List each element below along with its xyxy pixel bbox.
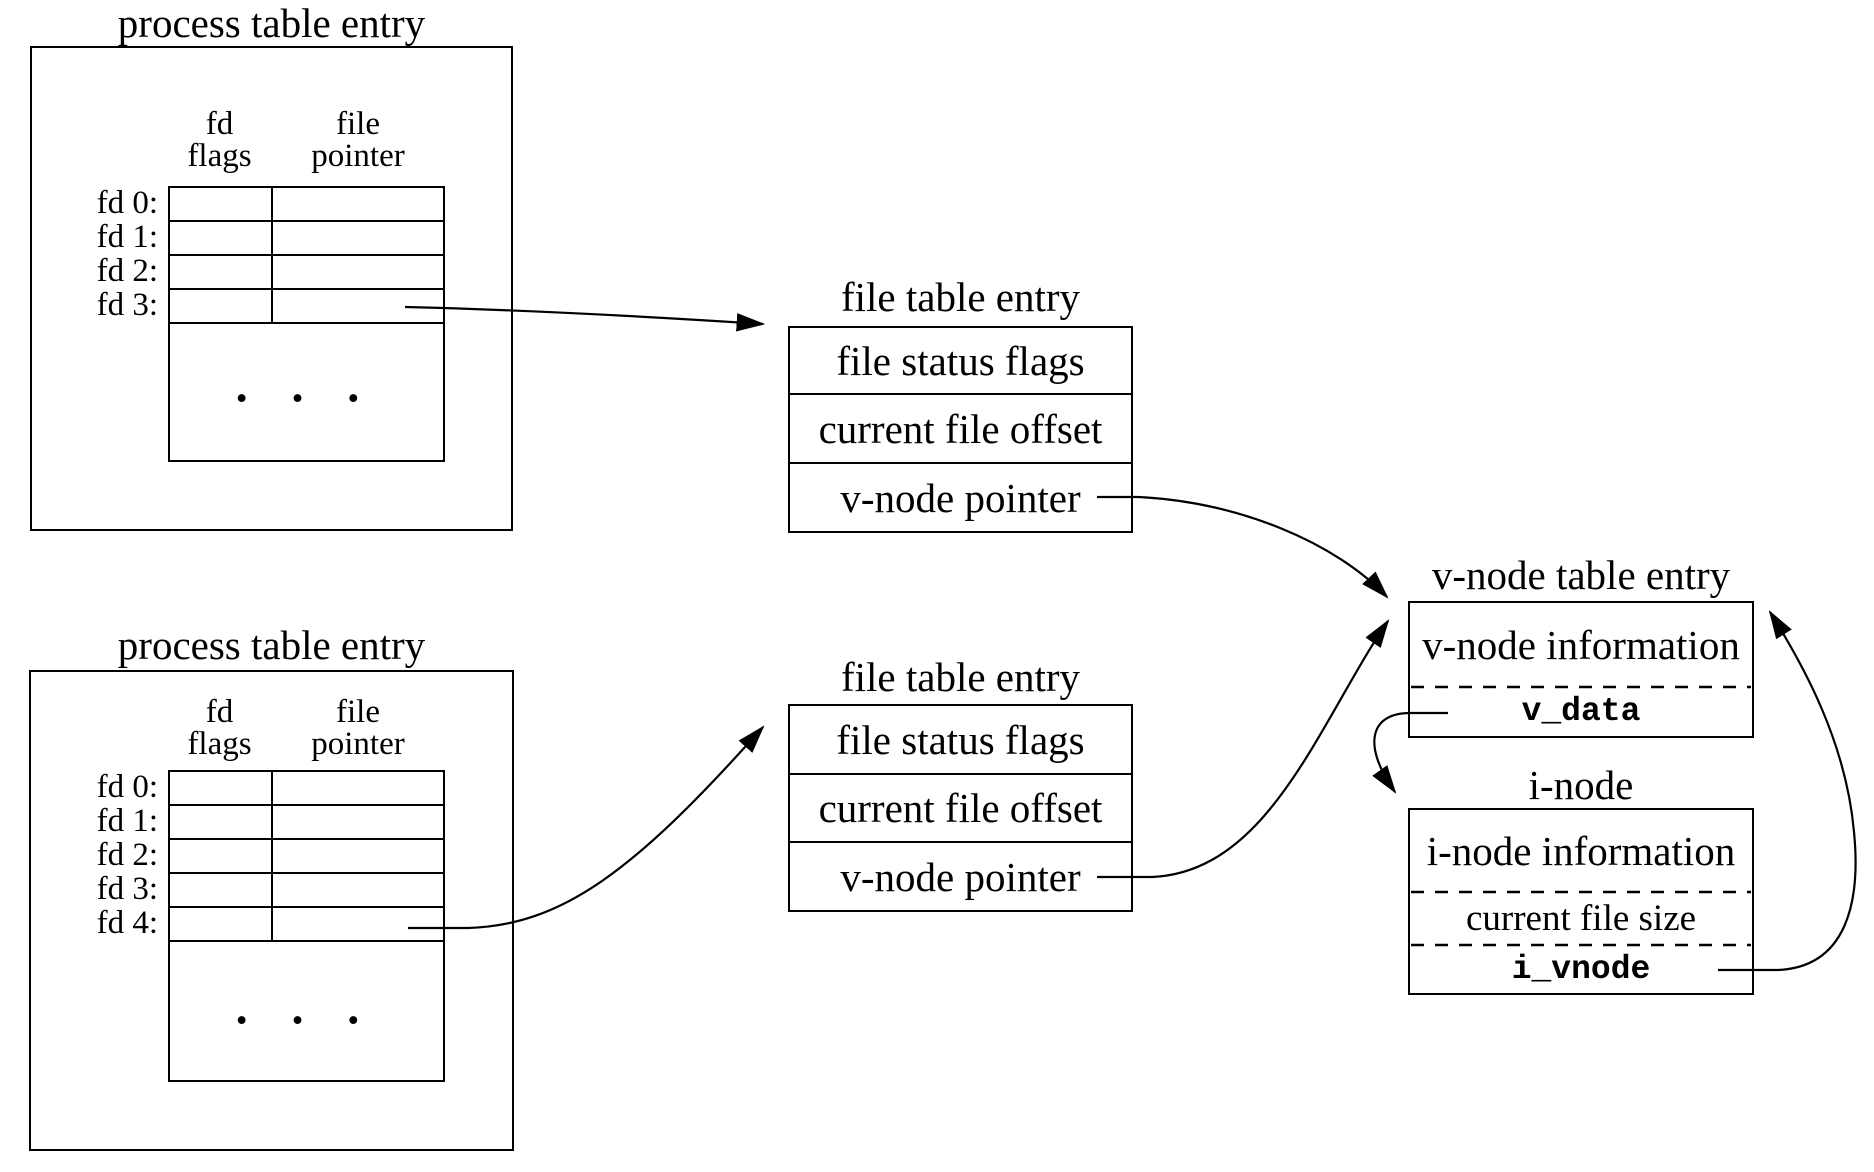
fd-label: fd 0:: [96, 185, 158, 221]
file-table-top-title: file table entry: [840, 274, 1081, 320]
fd-flags-header-line2: flags: [187, 726, 252, 762]
file-table-bottom-box: file status flags current file offset v-…: [788, 704, 1133, 912]
fd-label: fd 2:: [96, 837, 158, 873]
fd-row: [170, 188, 443, 222]
fd-label: fd 1:: [96, 219, 158, 255]
arrow-vnode-pointer-top-to-vnode-table: [1097, 495, 1389, 599]
ellipsis-dots: • • •: [235, 1003, 378, 1039]
vnode-pointer-row: v-node pointer: [790, 841, 1131, 910]
file-status-flags-row: file status flags: [836, 337, 1085, 384]
column-divider: [271, 772, 273, 942]
fd-row: [170, 256, 443, 290]
fd-label: fd 1:: [96, 803, 158, 839]
vnode-pointer-row: v-node pointer: [790, 462, 1131, 531]
fd-row: [170, 874, 443, 908]
process-table-bottom-title: process table entry: [117, 622, 426, 668]
v-data-row: v_data: [1521, 693, 1641, 730]
fd-row: [170, 290, 443, 324]
fd-label: fd 3:: [96, 287, 158, 323]
ellipsis-dots: • • •: [235, 381, 378, 417]
file-status-flags-row: file status flags: [836, 716, 1085, 763]
file-table-bottom-title: file table entry: [840, 654, 1081, 700]
fd-flags-header-line2: flags: [187, 138, 252, 174]
vnode-table-box: v-node information v_data: [1408, 601, 1754, 738]
fd-label: fd 3:: [96, 871, 158, 907]
fd-label: fd 2:: [96, 253, 158, 289]
inode-information-row: i-node information: [1426, 828, 1736, 874]
fd-row: [170, 772, 443, 806]
column-divider: [271, 188, 273, 324]
file-table-top-box: file status flags current file offset v-…: [788, 326, 1133, 533]
current-file-size-row: current file size: [1465, 898, 1697, 939]
fd-flags-header-line1: fd: [205, 694, 234, 730]
i-vnode-row: i_vnode: [1511, 950, 1651, 988]
file-pointer-header-line1: file: [336, 694, 380, 730]
fd-label: fd 0:: [96, 769, 158, 805]
file-pointer-header-line2: pointer: [311, 138, 405, 174]
current-file-offset-row: current file offset: [790, 773, 1131, 841]
fd-row: [170, 222, 443, 256]
file-pointer-header-line2: pointer: [311, 726, 405, 762]
fd-label: fd 4:: [96, 905, 158, 941]
fd-flags-header-line1: fd: [205, 106, 234, 142]
current-file-offset-row: current file offset: [790, 393, 1131, 462]
fd-row: [170, 806, 443, 840]
fd-row: [170, 908, 443, 942]
inode-title: i-node: [1528, 762, 1634, 808]
vnode-table-title: v-node table entry: [1431, 552, 1731, 598]
fd-row: [170, 840, 443, 874]
arrow-vnode-pointer-bottom-to-vnode-table: [1097, 619, 1390, 879]
fd-table-bottom: [168, 770, 445, 1082]
vnode-information-row: v-node information: [1422, 622, 1740, 668]
file-pointer-header-line1: file: [336, 106, 380, 142]
inode-box: i-node information current file size i_v…: [1408, 808, 1754, 995]
fd-table-top: [168, 186, 445, 462]
process-table-top-title: process table entry: [117, 0, 426, 46]
